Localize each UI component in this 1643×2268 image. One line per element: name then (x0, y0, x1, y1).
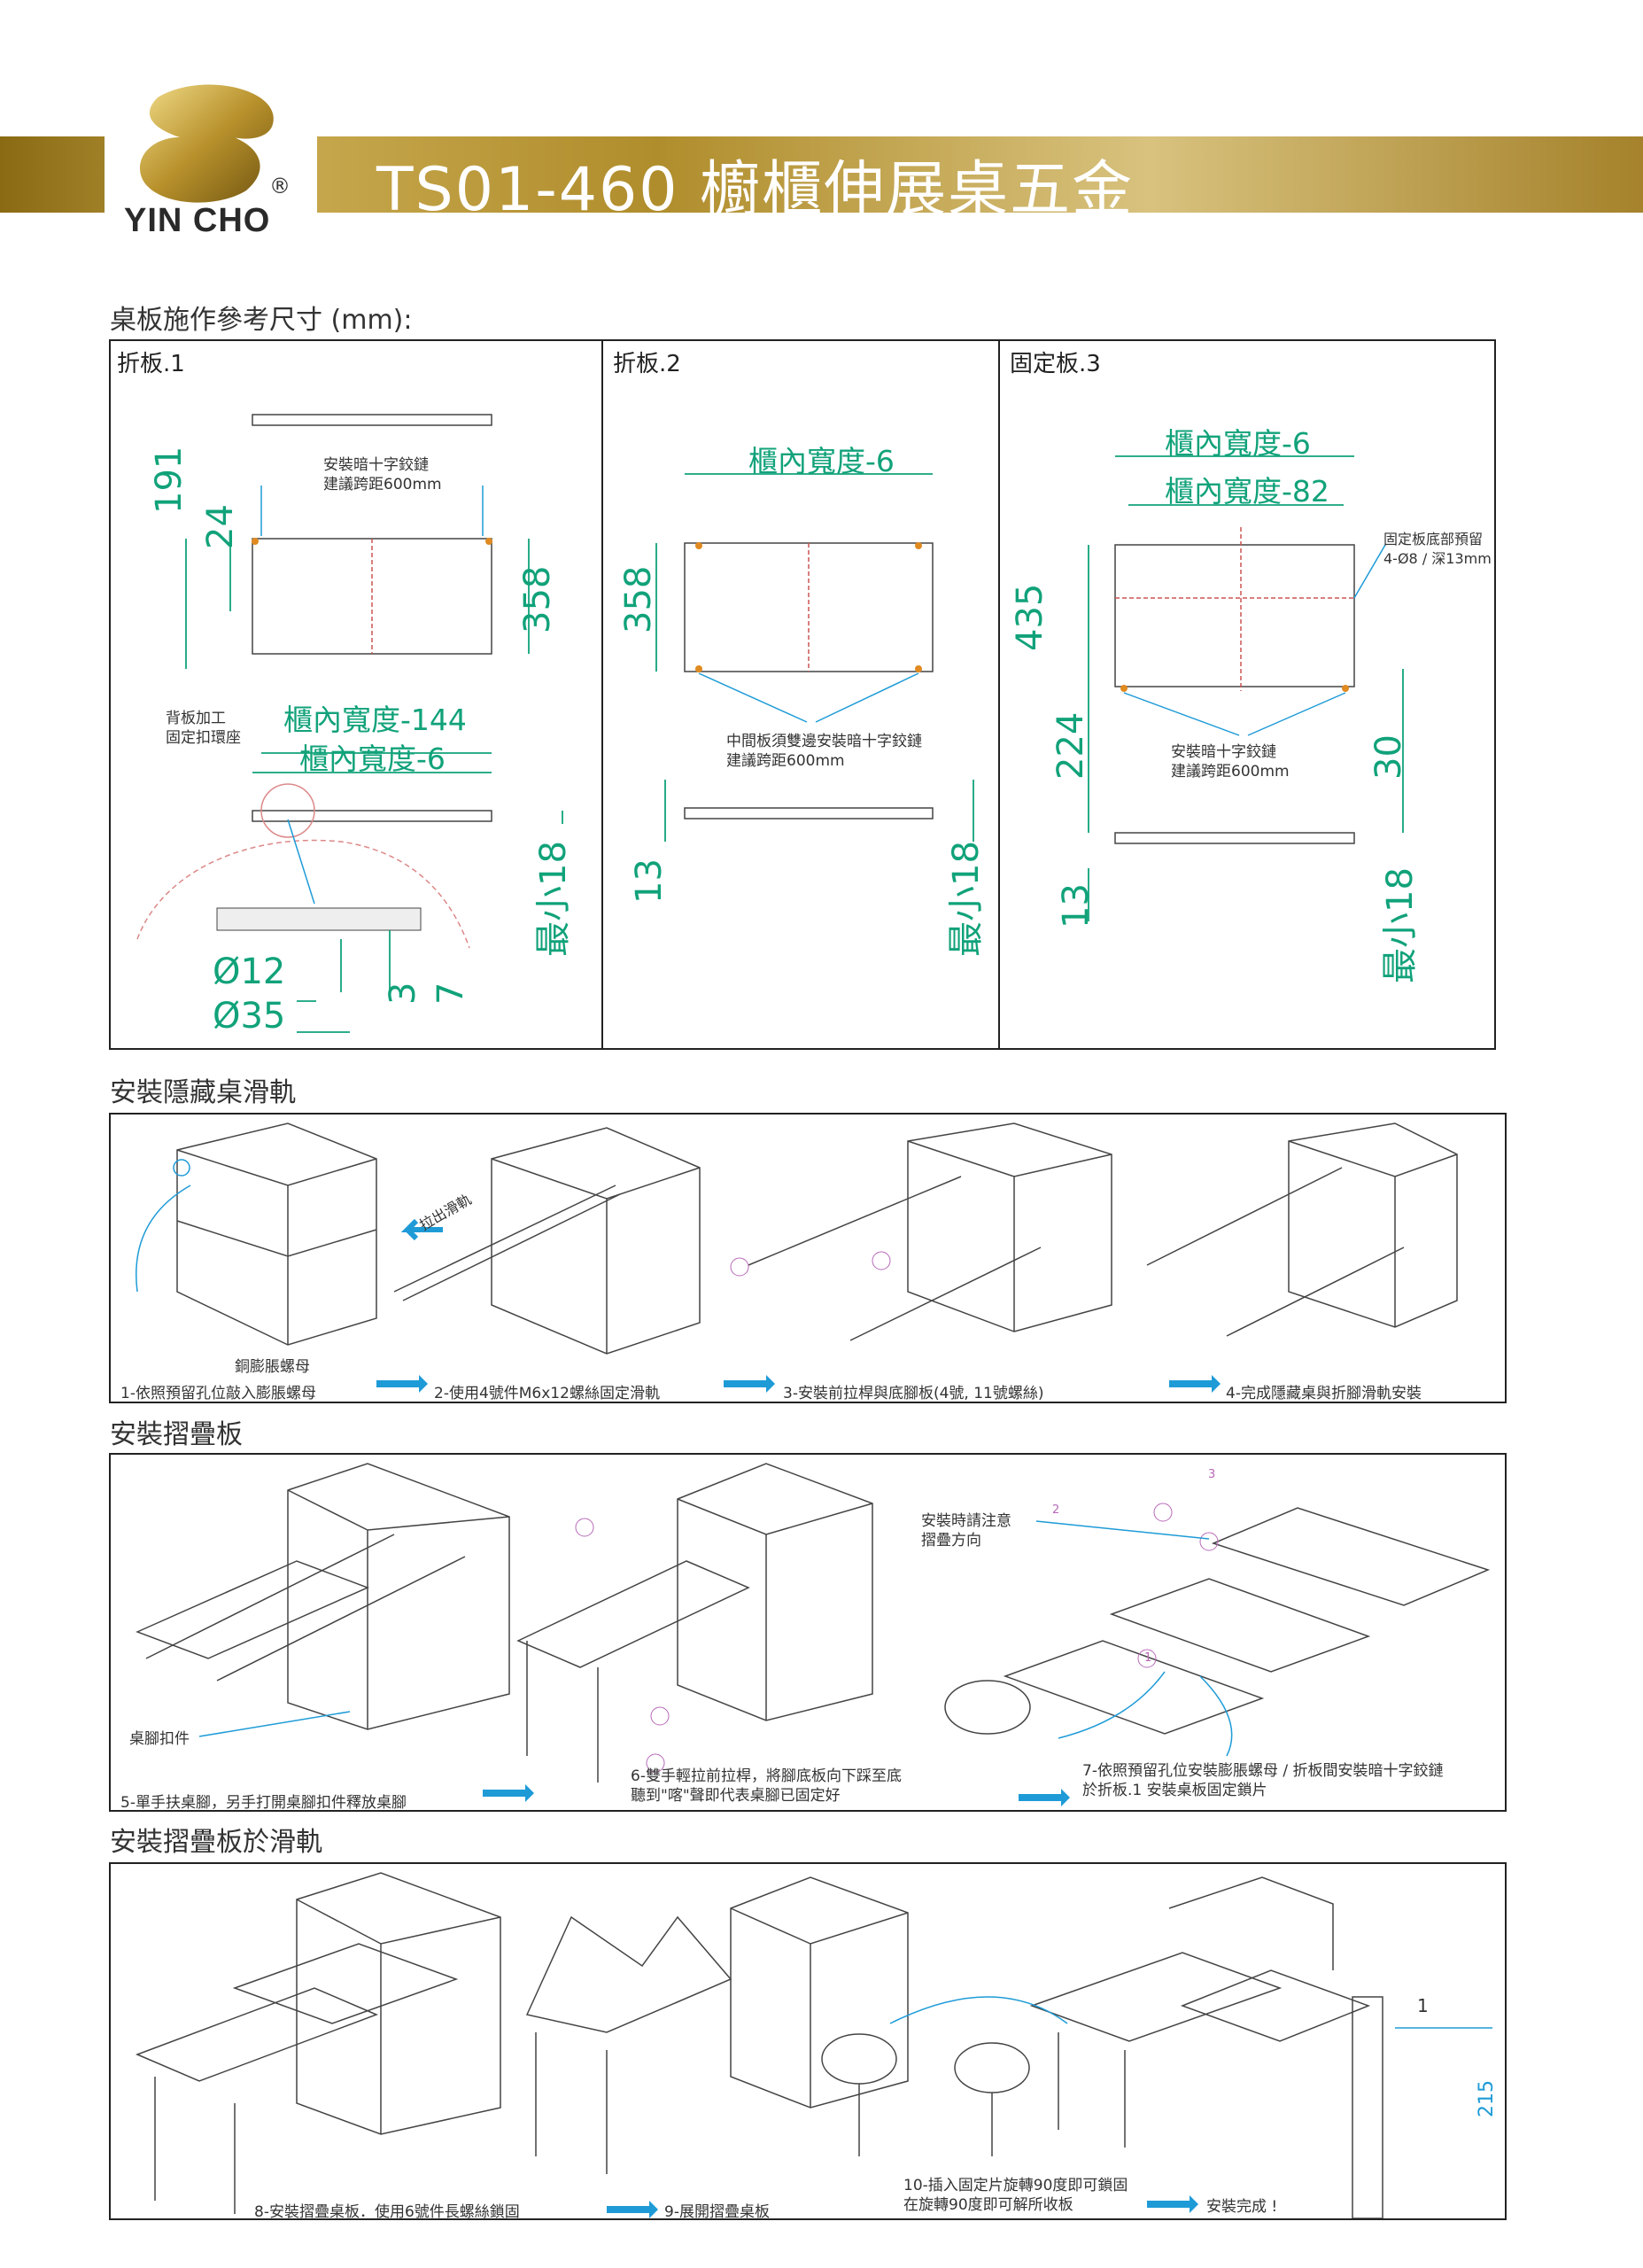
onrails-circle-1: 1 (1417, 1995, 1429, 2016)
rails-step-3: 3-安裝前拉桿與底腳板(4號, 11號螺絲) (783, 1385, 1044, 1402)
panel-divider-1 (601, 339, 603, 1050)
folding-leg-clip-label: 桌腳扣件 (129, 1730, 190, 1748)
folding-circle-2: 2 (1052, 1503, 1060, 1517)
panel2-dim-min18: 最小18 (946, 841, 987, 957)
section-rails-title: 安裝隱藏桌滑軌 (110, 1077, 296, 1108)
rails-step-1: 1-依照預留孔位敲入膨脹螺母 (120, 1385, 316, 1402)
onrails-step-9: 9-展開摺疊桌板 (664, 2203, 770, 2221)
folding-attention-note: 安裝時請注意 摺疊方向 (921, 1512, 1011, 1550)
panel3-dim-w82: 櫃內寬度-82 (1165, 474, 1329, 509)
onrails-box (109, 1862, 1507, 2220)
panel1-dim-w144: 櫃內寬度-144 (283, 703, 467, 737)
panel1-note-back: 背板加工 固定扣環座 (166, 710, 241, 747)
panel1-dim-24: 24 (200, 504, 241, 549)
panel1-dim-191: 191 (149, 446, 190, 514)
folding-illustrations (136, 1463, 1491, 1806)
onrails-step-8: 8-安裝摺疊桌板．使用6號件長螺絲鎖固 (254, 2203, 520, 2221)
rails-box (109, 1113, 1507, 1403)
panel3-dim-13: 13 (1056, 883, 1097, 928)
panel1-drawing (136, 414, 563, 1033)
panel1-dim-3: 3 (383, 982, 423, 1005)
panel1-dim-358: 358 (517, 565, 558, 633)
panel3-dim-435: 435 (1010, 583, 1050, 651)
panel3-title: 固定板.3 (1010, 351, 1101, 377)
panel3-dim-224: 224 (1050, 711, 1091, 780)
panel2-dim-358: 358 (618, 565, 659, 633)
folding-step-7: 7-依照預留孔位安裝膨脹螺母 / 折板間安裝暗十字鉸鏈 於折板.1 安裝桌板固定… (1082, 1762, 1444, 1799)
panel1-dim-7: 7 (430, 982, 471, 1005)
section-onrails-title: 安裝摺疊板於滑軌 (110, 1827, 322, 1858)
onrails-dim-215: 215 (1476, 2080, 1498, 2117)
onrails-step-10: 10-插入固定片旋轉90度即可鎖固 在旋轉90度即可解所收板 (903, 2177, 1128, 2214)
panel3-note-hole: 固定板底部預留 4-Ø8 / 深13mm (1383, 531, 1492, 567)
panel2-dim-13: 13 (629, 858, 670, 904)
panel1-dim-w6: 櫃內寬度-6 (299, 742, 446, 776)
panel2-title: 折板.2 (613, 351, 681, 377)
panel3-dim-min18: 最小18 (1380, 867, 1421, 983)
logo-area (105, 80, 317, 248)
panel2-drawing (655, 473, 974, 842)
panel3-dim-w6: 櫃內寬度-6 (1165, 426, 1311, 461)
panel3-drawing (1088, 455, 1404, 921)
folding-step-5: 5-單手扶桌腳，另手打開桌腳扣件釋放桌腳 (120, 1794, 407, 1812)
onrails-illustrations (135, 1872, 1492, 2218)
panel3-note-hinge: 安裝暗十字鉸鏈 建議跨距600mm (1171, 743, 1290, 781)
panel3-dim-30: 30 (1368, 734, 1409, 780)
rails-step-4: 4-完成隱藏桌與折腳滑軌安裝 (1226, 1385, 1422, 1402)
panel1-dim-min18: 最小18 (533, 841, 574, 957)
panel1-title: 折板.1 (117, 351, 185, 377)
folding-box (109, 1453, 1507, 1812)
panel2-dim-w6: 櫃內寬度-6 (748, 444, 895, 478)
panel1-dim-12: Ø12 (213, 951, 286, 992)
dimensions-box (109, 339, 1496, 1050)
panel1-dim-35: Ø35 (213, 996, 286, 1037)
rails-illustrations (136, 1122, 1458, 1393)
folding-circle-3: 3 (1208, 1468, 1216, 1481)
rails-nut-label: 銅膨脹螺母 (235, 1358, 310, 1376)
page-title: TS01-460 櫥櫃伸展桌五金 (376, 155, 1135, 225)
panel2-note: 中間板須雙邊安裝暗十字鉸鏈 建議跨距600mm (726, 733, 922, 770)
section-folding-title: 安裝摺疊板 (110, 1419, 243, 1450)
panel1-note-hinge: 安裝暗十字鉸鏈 建議跨距600mm (323, 456, 442, 493)
onrails-done: 安裝完成 ! (1206, 2198, 1278, 2216)
folding-circle-1: 1 (1144, 1651, 1152, 1665)
yin-cho-logo-icon (140, 84, 274, 203)
folding-step-6: 6-雙手輕拉前拉桿，將腳底板向下踩至底 聽到"喀"聲即代表桌腳已固定好 (631, 1767, 902, 1805)
panel-divider-2 (998, 339, 1000, 1050)
registered-mark: ® (269, 174, 291, 198)
rails-step-2: 2-使用4號件M6x12螺絲固定滑軌 (434, 1385, 660, 1402)
brand-name: YIN CHO (124, 202, 271, 239)
section-dimensions-title: 桌板施作參考尺寸 (mm): (110, 305, 413, 336)
